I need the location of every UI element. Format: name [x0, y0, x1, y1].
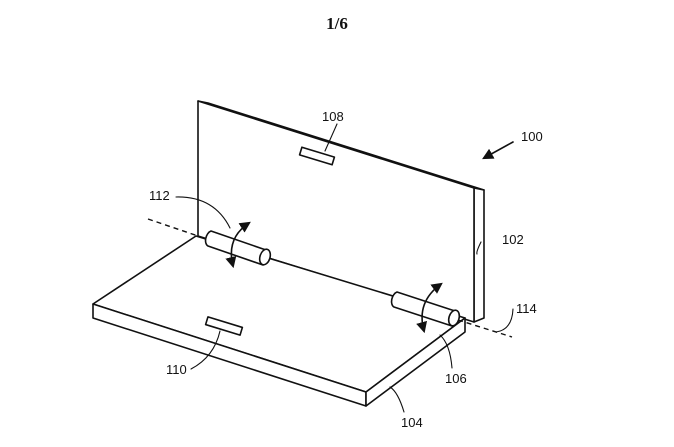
sensor-108	[298, 146, 336, 166]
label-108: 108	[322, 109, 344, 124]
leader-108	[324, 123, 338, 152]
label-110: 110	[166, 362, 187, 377]
rotation-arrow-106	[416, 282, 443, 334]
sensor-110	[204, 316, 244, 336]
label-112: 112	[149, 188, 170, 203]
label-102: 102	[502, 232, 524, 247]
leader-114	[495, 308, 514, 333]
second-housing-side-edge	[365, 317, 466, 407]
label-104: 104	[401, 415, 423, 430]
leader-102	[476, 241, 482, 255]
label-100: 100	[521, 129, 543, 144]
label-114: 114	[516, 301, 537, 316]
hinge-axis-114-right	[457, 319, 513, 338]
leader-112	[175, 196, 231, 229]
leader-110	[190, 330, 221, 370]
first-housing	[197, 100, 485, 323]
hinge-106	[390, 282, 461, 334]
rotation-arrow-112	[225, 221, 251, 269]
device-arrow-100	[482, 141, 514, 160]
leader-106	[439, 334, 453, 369]
sheet-number: 1/6	[326, 14, 348, 33]
hinge-112	[204, 221, 272, 269]
second-housing	[92, 235, 466, 407]
leader-104	[389, 386, 405, 413]
first-housing-side-edge	[473, 187, 485, 323]
first-housing-front-face	[197, 100, 475, 323]
label-106: 106	[445, 371, 467, 386]
hinge-axis-114-left	[147, 218, 199, 237]
